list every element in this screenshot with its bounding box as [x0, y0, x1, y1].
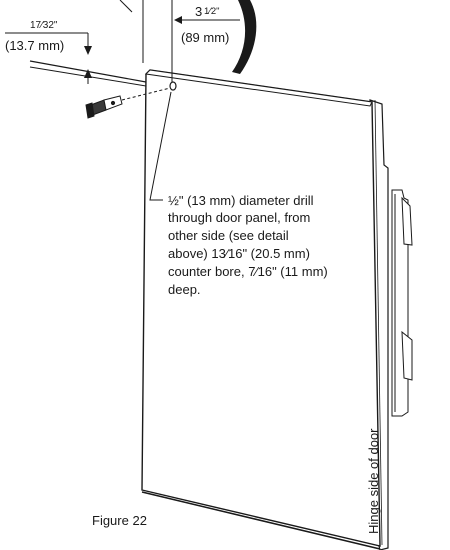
- figure-label: Figure 22: [92, 513, 147, 528]
- left-dim-fraction: 17⁄32": [30, 20, 58, 31]
- left-leader: [119, 0, 133, 13]
- callout-line: through door panel, from: [168, 210, 310, 225]
- curved-edge-shape: [232, 0, 257, 74]
- callout-line: deep.: [168, 282, 201, 297]
- hinge-side-label: Hinge side of door: [366, 428, 381, 534]
- lock-cylinder-icon: [85, 95, 123, 119]
- callout-line: ½" (13 mm) diameter drill: [168, 193, 314, 208]
- callout-line: other side (see detail: [168, 228, 289, 243]
- drill-hole: [169, 81, 177, 91]
- door-panel: [141, 69, 381, 547]
- key-alignment-dashed-line: [121, 87, 171, 101]
- left-dim-metric: (13.7 mm): [5, 38, 64, 53]
- right-dim-fraction: 1⁄2": [204, 6, 220, 17]
- right-dim-whole: 3: [195, 4, 202, 19]
- right-dim-metric: (89 mm): [181, 30, 229, 45]
- hinge-hardware: [391, 189, 413, 417]
- callout-line: counter bore, 7⁄16" (11 mm): [168, 264, 328, 279]
- drill-instructions: ½" (13 mm) diameter drill through door p…: [168, 193, 328, 297]
- callout-leader: [149, 91, 172, 201]
- callout-line: above) 13⁄16" (20.5 mm): [168, 246, 310, 261]
